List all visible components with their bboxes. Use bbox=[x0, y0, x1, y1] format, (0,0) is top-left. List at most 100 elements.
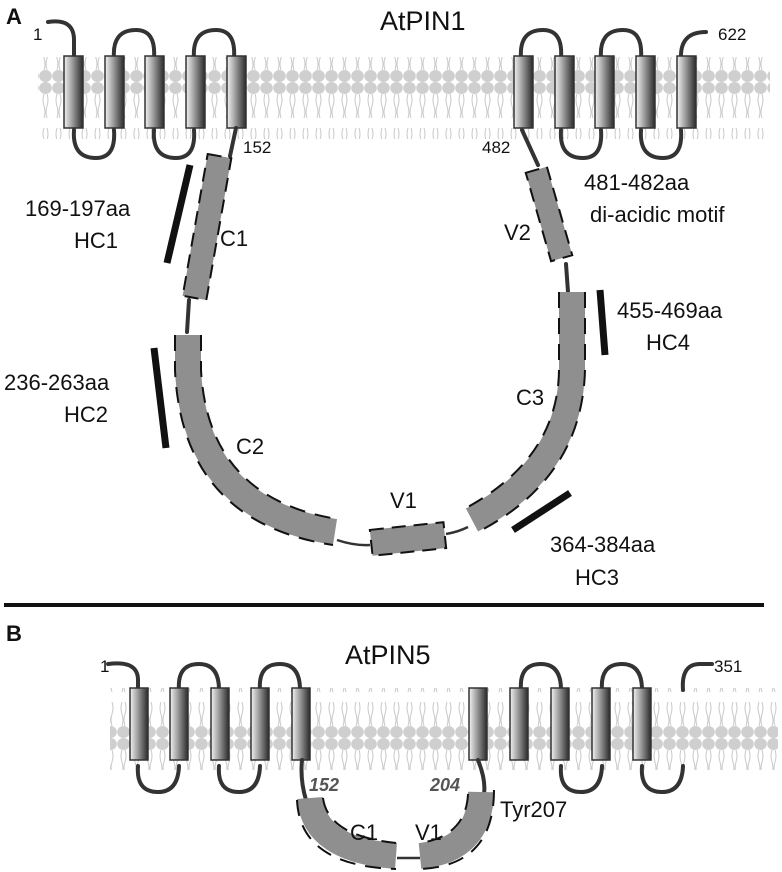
hc3-name-label: HC3 bbox=[575, 565, 619, 590]
hc1-name-label: HC1 bbox=[74, 228, 118, 253]
panel-b-label: B bbox=[6, 621, 22, 646]
tm-helix-b3 bbox=[210, 687, 230, 761]
hl-link-v2-end bbox=[520, 128, 540, 167]
c1-label-b: C1 bbox=[350, 820, 378, 845]
c3-label-a: C3 bbox=[516, 385, 544, 410]
tm-helix-b5 bbox=[291, 687, 311, 761]
loop-a-8 bbox=[638, 128, 684, 161]
hc2-bar bbox=[150, 347, 170, 449]
loop-end-label-a: 482 bbox=[482, 138, 510, 157]
tm-helix-a10 bbox=[676, 55, 697, 129]
hc2-range-label: 236-263aa bbox=[4, 370, 110, 395]
loop-a-5 bbox=[518, 27, 564, 60]
segment-c2-a-edge-outer bbox=[174, 335, 334, 546]
hc3-bar bbox=[511, 490, 572, 533]
n-terminus-label-b: 1 bbox=[100, 657, 109, 676]
c-terminus-label-a: 622 bbox=[718, 25, 746, 44]
loop-b-2 bbox=[257, 661, 302, 692]
n-terminus-tail-a bbox=[46, 19, 76, 60]
tm-helix-a2 bbox=[104, 55, 125, 129]
segment-c3-a-edge-outer bbox=[477, 292, 586, 533]
tm-helix-b4 bbox=[250, 687, 270, 761]
hl-link-v1-c3 bbox=[445, 525, 469, 536]
tm-helix-a5 bbox=[226, 55, 247, 129]
motif-name-label: di-acidic motif bbox=[590, 202, 725, 227]
panel-a: A AtPIN1 bbox=[4, 4, 770, 590]
loop-start-label-a: 152 bbox=[243, 138, 271, 157]
segment-c1-b-edge-inner bbox=[322, 797, 397, 844]
c-terminus-tail-b bbox=[680, 662, 714, 692]
tm-helix-a8 bbox=[594, 55, 615, 129]
hl-link-start bbox=[228, 126, 238, 158]
tyr207-label: Tyr207 bbox=[500, 797, 567, 822]
segment-v1-a bbox=[368, 521, 448, 557]
v2-label-a: V2 bbox=[504, 220, 531, 245]
tm-helix-b1 bbox=[129, 687, 149, 761]
loop-b-5 bbox=[518, 661, 563, 692]
loop-end-label-b: 204 bbox=[429, 775, 460, 795]
tm-helix-a9 bbox=[635, 55, 656, 129]
loop-a-4 bbox=[151, 128, 197, 161]
loop-b-6 bbox=[599, 661, 644, 692]
c2-label-a: C2 bbox=[236, 434, 264, 459]
tm-helix-a3 bbox=[144, 55, 165, 129]
tm-helix-a4 bbox=[185, 55, 206, 129]
c-terminus-label-b: 351 bbox=[714, 657, 742, 676]
segment-c2-a bbox=[175, 335, 338, 545]
segment-v1-b-edge-inner bbox=[419, 793, 469, 844]
segment-c1-b-edge-outer bbox=[296, 799, 397, 870]
loop-a-7 bbox=[558, 128, 604, 161]
segment-c3-a-edge-inner bbox=[465, 292, 560, 509]
atpin5-title: AtPIN5 bbox=[345, 640, 431, 670]
n-terminus-label-a: 1 bbox=[33, 25, 42, 44]
hl-link-start-b bbox=[299, 758, 308, 802]
segment-c3-a bbox=[465, 292, 585, 532]
v1-label-a: V1 bbox=[390, 488, 417, 513]
hl-link-end-b bbox=[476, 758, 487, 796]
atpin1-title: AtPIN1 bbox=[380, 6, 466, 36]
hc1-range-label: 169-197aa bbox=[25, 196, 131, 221]
loop-a-2 bbox=[191, 27, 237, 60]
segment-v2-a bbox=[524, 165, 574, 263]
c1-label-a: C1 bbox=[220, 226, 248, 251]
hl-link-c3-v2 bbox=[564, 262, 570, 294]
hc4-name-label: HC4 bbox=[646, 330, 690, 355]
hc2-name-label: HC2 bbox=[64, 402, 108, 427]
loop-start-label-b: 152 bbox=[309, 775, 339, 795]
membrane-bilayer-b bbox=[110, 688, 778, 770]
segment-v1-b bbox=[418, 791, 494, 869]
tm-helix-b2 bbox=[169, 687, 189, 761]
hc4-bar bbox=[596, 289, 609, 356]
segment-c1-a bbox=[181, 152, 233, 302]
hc1-bar bbox=[163, 164, 194, 264]
loop-a-6 bbox=[598, 27, 644, 60]
hc3-range-label: 364-384aa bbox=[550, 532, 656, 557]
loop-a-3 bbox=[71, 128, 117, 161]
segment-c2-a-edge-inner bbox=[200, 335, 338, 520]
motif-range-label: 481-482aa bbox=[584, 170, 690, 195]
n-terminus-tail-b bbox=[106, 661, 140, 692]
tm-helix-b10 bbox=[632, 687, 652, 761]
hl-link-c1-c2 bbox=[185, 298, 191, 334]
tm-helix-a7 bbox=[554, 55, 575, 129]
hl-link-c2-v1 bbox=[336, 538, 371, 547]
v1-label-b: V1 bbox=[415, 820, 442, 845]
loop-a-1 bbox=[111, 27, 157, 60]
c-terminus-tail-a bbox=[678, 30, 708, 60]
panel-b: B AtPIN5 1 351 152 bbox=[6, 621, 778, 870]
loop-b-8 bbox=[639, 764, 685, 795]
loop-b-1 bbox=[176, 661, 221, 692]
segment-v1-b-edge-outer bbox=[419, 789, 495, 870]
tm-helix-b9 bbox=[591, 687, 611, 761]
hc4-range-label: 455-469aa bbox=[617, 298, 723, 323]
segment-c1-b bbox=[297, 796, 398, 869]
tm-helix-b7 bbox=[509, 687, 529, 761]
tm-helix-b6 bbox=[468, 687, 488, 761]
loop-b-7 bbox=[558, 764, 604, 795]
tm-helix-a6 bbox=[513, 55, 534, 129]
loop-b-3 bbox=[135, 764, 181, 795]
panel-a-label: A bbox=[6, 4, 22, 29]
tm-helix-a1 bbox=[63, 55, 84, 129]
tm-helix-b8 bbox=[550, 687, 570, 761]
